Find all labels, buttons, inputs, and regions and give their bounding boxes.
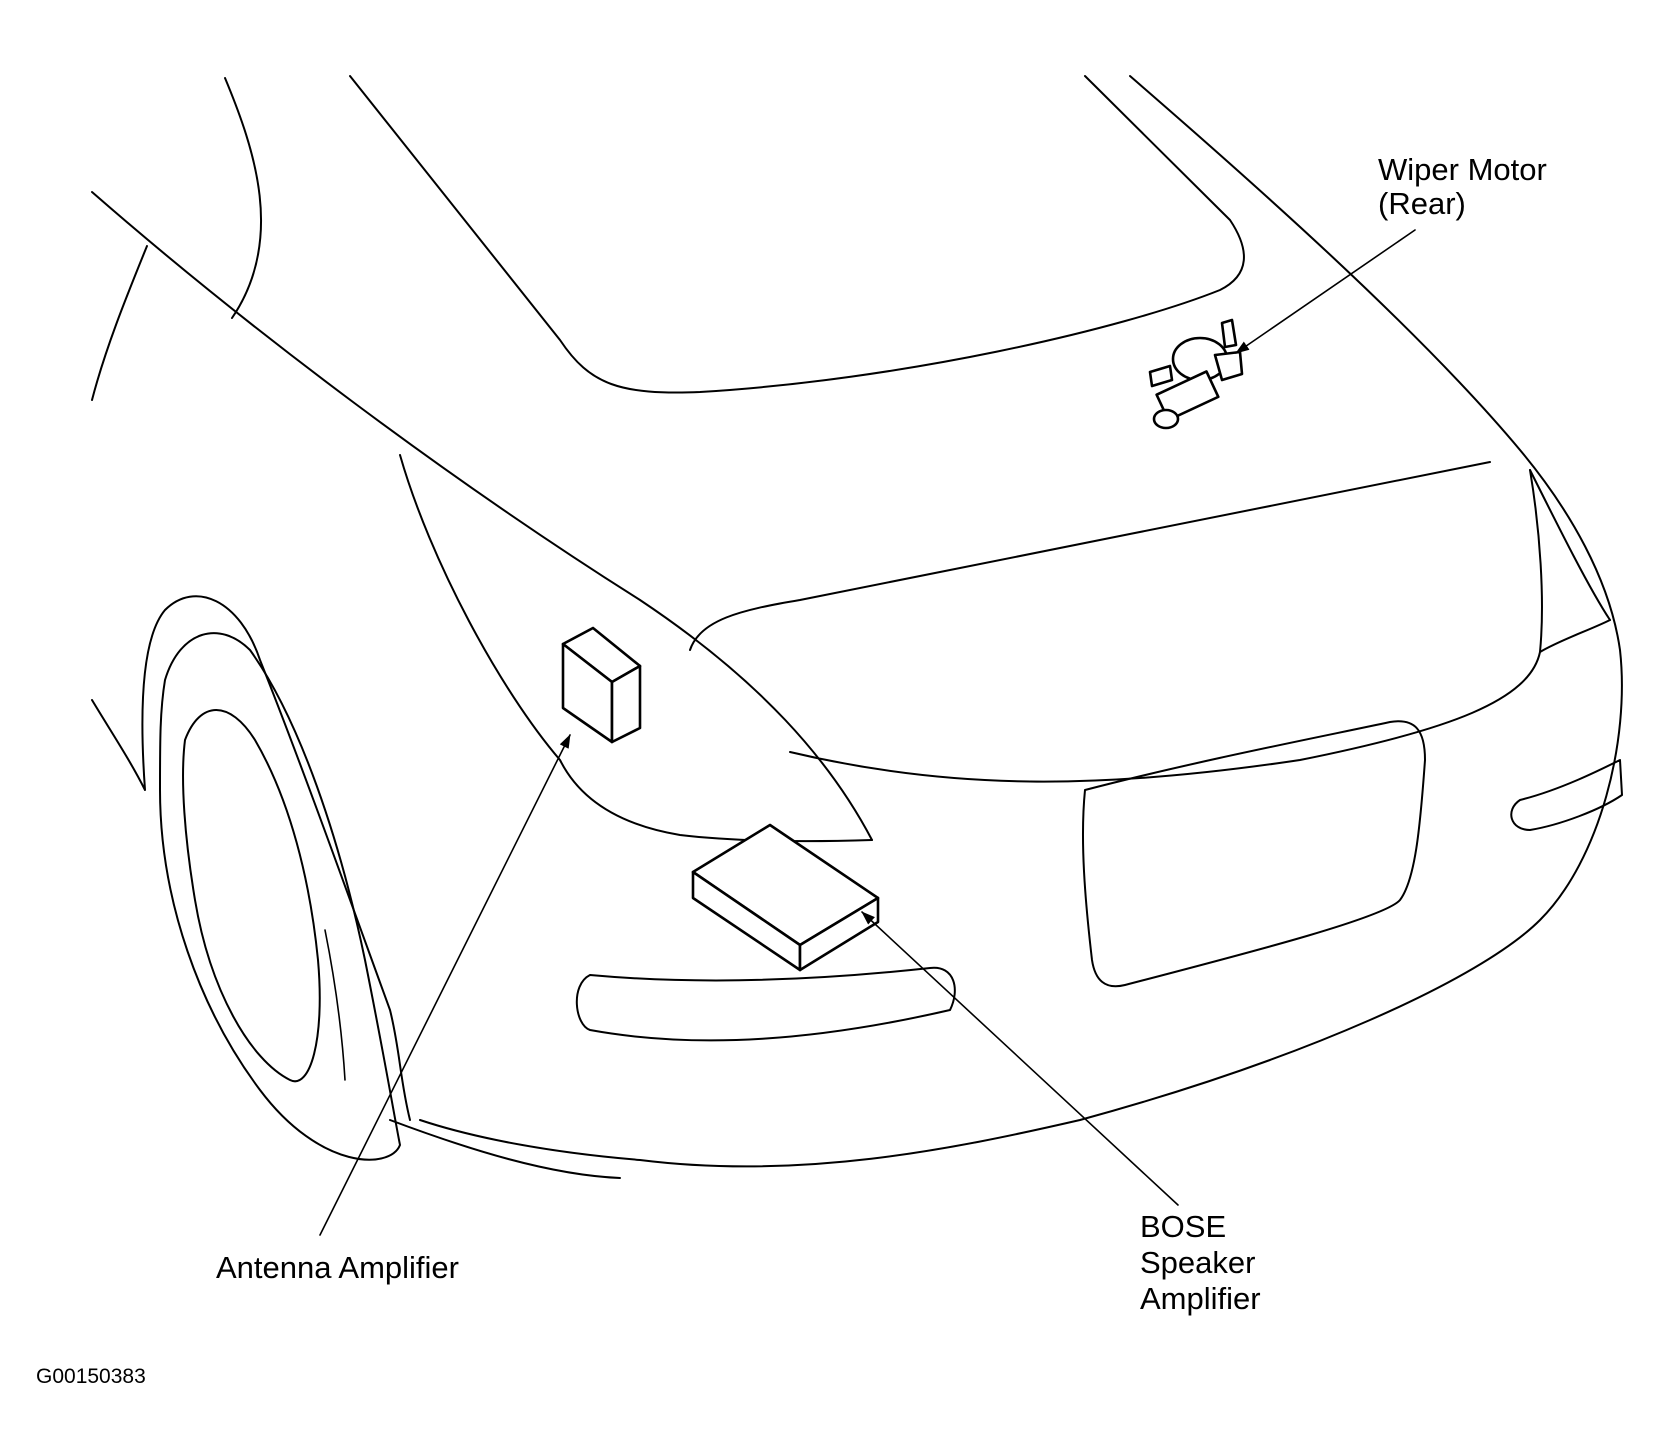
tire-inner: [182, 709, 321, 1083]
label-bose-line3: Amplifier: [1140, 1281, 1261, 1316]
figure-code: G00150383: [36, 1365, 146, 1388]
rear-pillar-line: [224, 77, 263, 319]
rear-window: [349, 75, 1245, 394]
tail-light-right: [1539, 619, 1611, 653]
roof-left-edge: [91, 191, 873, 841]
hatch-edge: [419, 75, 1623, 1168]
bumper-lower: [389, 1119, 621, 1179]
wiper-motor-icon: [1148, 318, 1244, 430]
label-wiper-motor: Wiper Motor (Rear): [1378, 152, 1555, 221]
tire-outer: [159, 632, 401, 1161]
label-bose-speaker-amplifier: BOSE Speaker Amplifier: [1140, 1209, 1264, 1316]
license-plate-recess: [1081, 720, 1426, 988]
car-body-outline: [91, 75, 1623, 1179]
wheel-arch-outer: [91, 595, 411, 1121]
fender-line: [399, 454, 873, 843]
label-antenna-amplifier: Antenna Amplifier: [216, 1250, 459, 1285]
bumper-reflector: [575, 966, 956, 1042]
bose-leader: [861, 911, 1179, 1206]
trunk-lid-side: [789, 469, 1543, 783]
label-bose-line2: Speaker: [1140, 1245, 1255, 1280]
tail-light-edge: [1529, 469, 1611, 621]
tire-tread: [324, 929, 346, 1081]
leader-arrow-icon: [319, 229, 1416, 1236]
antenna-leader: [319, 734, 571, 1236]
trunk-lid: [689, 461, 1491, 651]
side-reflector: [1510, 759, 1623, 831]
antenna-amplifier-icon: [561, 626, 642, 744]
label-antenna-amplifier-line1: Antenna Amplifier: [216, 1250, 459, 1285]
wiper-leader: [1235, 229, 1416, 354]
pillar-curve: [91, 245, 148, 401]
label-wiper-motor-line1: Wiper Motor: [1378, 152, 1547, 187]
label-bose-line1: BOSE: [1140, 1209, 1226, 1244]
bose-speaker-amplifier-icon: [691, 823, 880, 972]
label-wiper-motor-line2: (Rear): [1378, 186, 1466, 221]
